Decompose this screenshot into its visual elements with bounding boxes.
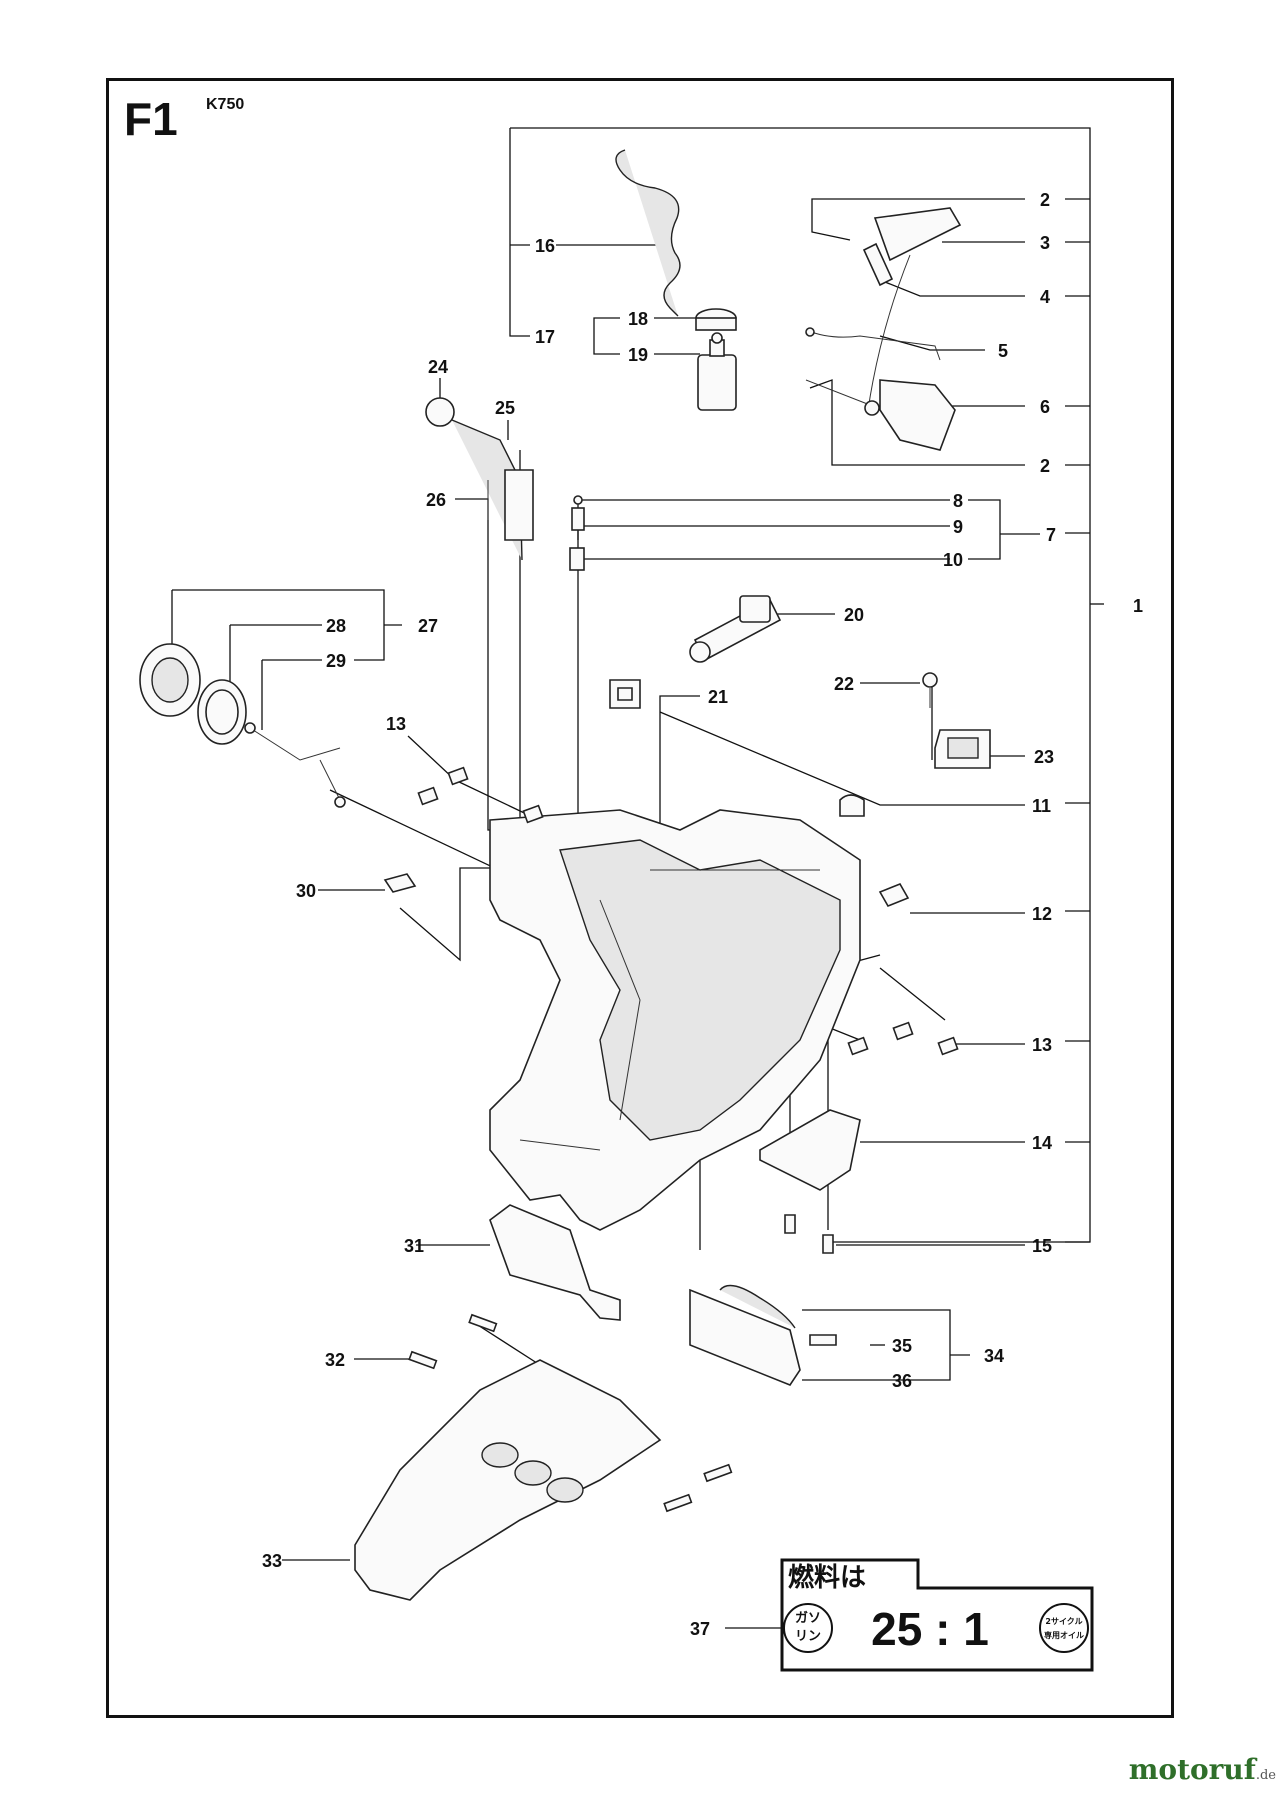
- fuel-label-right-top: 2サイクル: [1045, 1616, 1082, 1626]
- callout-4: 4: [1040, 287, 1050, 307]
- callout-5: 5: [998, 341, 1008, 361]
- callout-14: 14: [1032, 1133, 1052, 1153]
- part-clip-21: [609, 679, 641, 709]
- callout-26: 26: [426, 490, 446, 510]
- callout-6: 6: [1040, 397, 1050, 417]
- part-clip-30: [383, 873, 417, 893]
- part-stop-switch-8-10: [569, 495, 585, 571]
- part-fuel-tank-housing-1: [489, 809, 861, 1231]
- watermark-brand: motoruf: [1128, 1753, 1256, 1786]
- part-cable-24-26: [425, 397, 534, 561]
- callout-25: 25: [495, 398, 515, 418]
- part-bracket-31: [489, 1204, 621, 1321]
- part-fuel-hose-16: [615, 149, 681, 317]
- callout-3: 3: [1040, 233, 1050, 253]
- callout-18: 18: [628, 309, 648, 329]
- callout-28: 28: [326, 616, 346, 636]
- callout-36: 36: [892, 1371, 912, 1391]
- fuel-label-left-bottom: リン: [795, 1629, 821, 1644]
- part-clip-11: [839, 794, 865, 817]
- part-clip-12: [878, 882, 910, 908]
- model-label: K750: [206, 96, 245, 113]
- callout-19: 19: [628, 345, 648, 365]
- callout-1: 1: [1133, 596, 1143, 616]
- callout-24: 24: [428, 357, 448, 377]
- watermark: motoruf.de: [1129, 1753, 1276, 1786]
- part-av-spring-34-36: [689, 1284, 837, 1386]
- callout-17: 17: [535, 327, 555, 347]
- part-screw-22-and-switch-23: [922, 672, 991, 769]
- callout-34: 34: [984, 1346, 1004, 1366]
- callout-9: 9: [953, 517, 963, 537]
- fuel-label-left-top: ガソ: [795, 1611, 821, 1626]
- callout-2b: 2: [1040, 456, 1050, 476]
- callout-33: 33: [262, 1551, 282, 1571]
- part-nuts-13: [417, 766, 959, 1056]
- callout-30: 30: [296, 881, 316, 901]
- callout-11: 11: [1032, 796, 1051, 816]
- callout-31: 31: [404, 1236, 424, 1256]
- callout-22: 22: [834, 674, 854, 694]
- callout-29: 29: [326, 651, 346, 671]
- part-cover-14-15: [759, 1109, 861, 1254]
- callout-16: 16: [535, 236, 555, 256]
- callout-12: 12: [1032, 904, 1052, 924]
- callout-13-right: 13: [1032, 1035, 1052, 1055]
- diagram-frame: [106, 78, 1174, 1718]
- part-filler-cap-27-29: [139, 643, 346, 808]
- callout-20: 20: [844, 605, 864, 625]
- part-decomp-20: [689, 595, 782, 663]
- callout-37: 37: [690, 1619, 710, 1639]
- callout-21: 21: [708, 687, 728, 707]
- callout-15: 15: [1032, 1236, 1052, 1256]
- fuel-label-ratio: 25 : 1: [871, 1603, 989, 1655]
- callout-8: 8: [953, 491, 963, 511]
- callout-32: 32: [325, 1350, 345, 1370]
- watermark-tld: .de: [1255, 1768, 1276, 1783]
- section-title: F1: [124, 93, 178, 145]
- fuel-mix-label: 燃料は ガソ リン 25 : 1 2サイクル 専用オイル: [780, 1558, 1094, 1672]
- fuel-label-right-bottom: 専用オイル: [1044, 1630, 1084, 1640]
- callout-35: 35: [892, 1336, 912, 1356]
- callout-10: 10: [943, 550, 963, 570]
- callout-numbers: 1 2 3 4 5 6 2 7 8 9 10 16 17 18 19 20 21…: [262, 190, 1143, 1639]
- callout-13-upper: 13: [386, 714, 406, 734]
- fuel-label-heading: 燃料は: [788, 1563, 866, 1593]
- part-throttle-assembly-2-6: [805, 207, 962, 451]
- callout-27: 27: [418, 616, 438, 636]
- callout-2: 2: [1040, 190, 1050, 210]
- callout-7: 7: [1046, 525, 1056, 545]
- part-filter-18-19: [695, 308, 737, 411]
- callout-23: 23: [1034, 747, 1054, 767]
- part-skid-plate-32-33: [354, 1313, 733, 1601]
